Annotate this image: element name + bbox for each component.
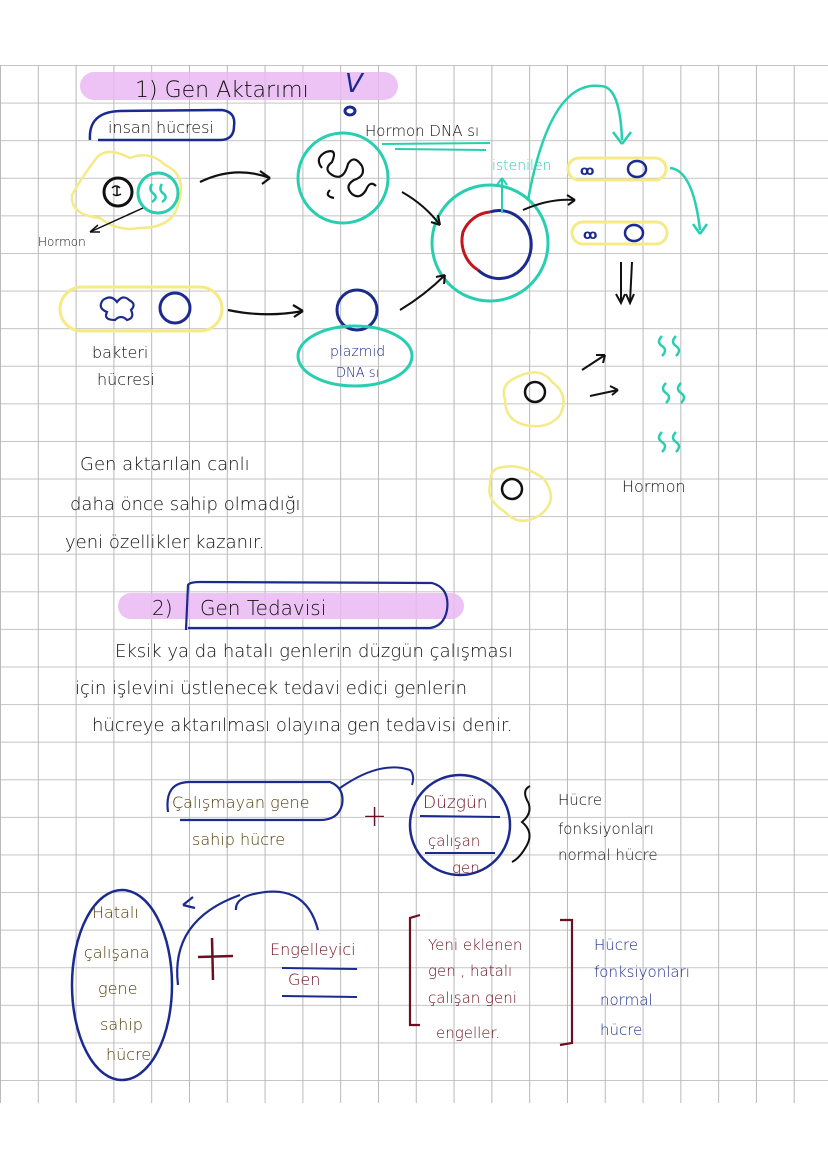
tangled-dna-icon <box>317 150 377 200</box>
svg-text:ꝏ: ꝏ <box>583 228 597 243</box>
section2-number: 2) <box>152 596 173 620</box>
desired-label: istenilen <box>492 158 551 174</box>
svg-text:ꝏ: ꝏ <box>580 164 594 179</box>
arrow-to-hormone <box>89 207 144 233</box>
eq2-plus-icon <box>197 937 234 981</box>
eq1-result-2: fonksiyonları <box>558 820 654 838</box>
eq1-middle-circle <box>408 773 512 877</box>
eq2-result-1: Hücre <box>594 936 638 954</box>
section2-title: Gen Tedavisi <box>200 596 326 620</box>
eq1-result-1: Hücre <box>558 791 602 809</box>
hormone-dna-label: Hormon DNA sı <box>365 122 479 140</box>
teal-arrow-top <box>526 84 624 201</box>
bacterium-cell <box>58 285 224 333</box>
eq2-bracket-4: engeller. <box>436 1024 500 1042</box>
eq1-left-line-2: sahip hücre <box>192 830 285 849</box>
eq1-left-box <box>166 780 344 822</box>
eq2-left-4: sahip <box>100 1015 143 1034</box>
eq2-left-bracket <box>408 913 421 1027</box>
inserted-gene-segment <box>460 210 491 272</box>
eq1-brace <box>511 785 531 863</box>
bacteria-label-2: hücresi <box>97 370 155 389</box>
eq2-connecting-arrow <box>234 890 320 931</box>
eq2-result-3: normal <box>600 991 653 1009</box>
check-mark-dot <box>343 105 357 117</box>
plasmid-backbone <box>476 209 533 281</box>
eq1-connecting-arrow <box>339 766 415 789</box>
eq2-result-4: hücre <box>600 1021 642 1039</box>
plasmid-circle <box>335 288 379 332</box>
eq1-middle-line-2: çalışan <box>428 832 480 850</box>
desc-line-3: yeni özellikler kazanır. <box>65 532 265 553</box>
plasmid-label-bubble <box>296 324 414 388</box>
product-hormone-label: Hormon <box>622 477 686 496</box>
eq1-left-line-1: Çalışmayan gene <box>172 793 310 812</box>
eq2-bracket-2: gen , hatalı <box>428 962 512 980</box>
recombinant-bacterium-1 <box>566 156 668 182</box>
eq2-left-3: gene <box>98 979 137 998</box>
recombinant-cell <box>430 183 550 303</box>
eq2-bracket-3: çalışan geni <box>428 989 517 1007</box>
section2-title-box <box>184 580 449 631</box>
eq2-bracket-1: Yeni eklenen <box>428 936 522 954</box>
division-arrows <box>620 261 633 303</box>
hormone-dna-circle <box>296 131 390 225</box>
eq2-right-bracket <box>559 918 574 1047</box>
eq2-left-oval <box>70 888 174 1082</box>
eq1-middle-line-3: gen <box>452 859 480 877</box>
producer-bacterium-2 <box>488 465 552 522</box>
hormone-molecules <box>657 335 686 453</box>
plasmid-label-1: plazmid <box>330 344 385 360</box>
arrow-human-to-dna <box>199 171 271 183</box>
producer-bacterium-1 <box>502 371 565 428</box>
desc-line-2: daha önce sahip olmadığı <box>70 494 301 515</box>
recombinant-bacterium-2 <box>570 220 669 246</box>
desc-line-1: Gen aktarılan canlı <box>80 454 250 475</box>
chromosome-icon <box>111 185 122 197</box>
human-nucleus <box>102 176 134 208</box>
definition-line-1: Eksik ya da hatalı genlerin düzgün çalış… <box>115 641 513 662</box>
human-cell-label: insan hücresi <box>108 118 214 137</box>
eq1-result-3: normal hücre <box>558 846 658 864</box>
eq2-left-1: Hatalı <box>92 903 139 922</box>
eq1-middle-line-1: Düzgün <box>423 793 488 813</box>
check-mark: V <box>345 69 365 99</box>
eq1-plus: + <box>362 799 387 834</box>
section2-title-highlight <box>118 593 464 619</box>
hormone-vesicle <box>136 171 180 215</box>
eq2-middle-1: Engelleyici <box>270 940 356 959</box>
hormone-squiggle-icon <box>149 183 167 204</box>
human-cell-outline <box>70 150 183 231</box>
eq2-left-2: çalışana <box>84 943 150 962</box>
eq2-left-5: hücre <box>106 1045 151 1064</box>
eq2-middle-2: Gen <box>288 970 320 989</box>
bacterial-dna-icon <box>99 296 135 322</box>
eq2-result-2: fonksiyonları <box>594 963 690 981</box>
plasmid-label-2: DNA sı <box>336 366 379 381</box>
bacterial-plasmid <box>158 291 192 325</box>
definition-line-2: için işlevini üstlenecek tedavi edici ge… <box>75 678 467 699</box>
section1-title-highlight <box>80 72 398 100</box>
hormone-label: Hormon <box>38 235 86 249</box>
bacteria-label-1: bakteri <box>92 343 148 362</box>
section1-title: 1) Gen Aktarımı <box>135 78 309 103</box>
definition-line-3: hücreye aktarılması olayına gen tedavisi… <box>92 715 512 736</box>
human-cell-label-box <box>88 108 236 142</box>
